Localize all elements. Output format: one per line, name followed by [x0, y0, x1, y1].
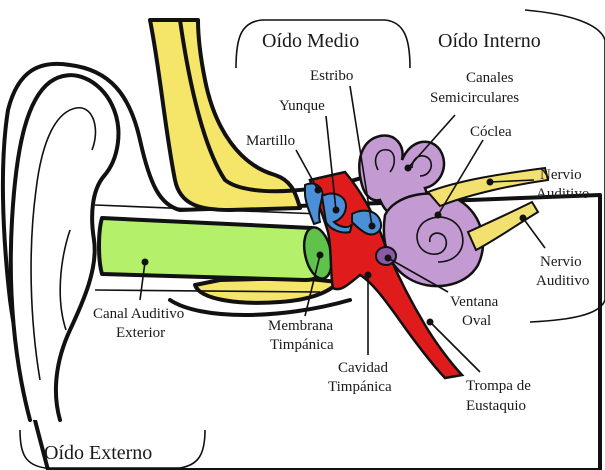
label-coclea: Cóclea	[470, 124, 512, 140]
label-canal-line2: Exterior	[116, 325, 165, 341]
label-nervio2-line1: Nervio	[540, 254, 582, 270]
label-ventana-line1: Ventana	[450, 294, 499, 310]
heading-middle-ear: Oído Medio	[262, 30, 359, 52]
label-trompa-line2: Eustaquio	[466, 398, 526, 414]
label-ventana-line2: Oval	[462, 313, 491, 329]
label-martillo: Martillo	[246, 133, 295, 149]
label-estribo: Estribo	[310, 68, 353, 84]
label-nervio1-line2: Auditivo	[536, 186, 589, 202]
external-canal	[99, 218, 327, 280]
label-yunque: Yunque	[279, 98, 325, 114]
label-trompa-line1: Trompa de	[466, 378, 531, 394]
label-membrana-line2: Timpánica	[270, 337, 334, 353]
label-nervio2-line2: Auditivo	[536, 273, 589, 289]
label-membrana-line1: Membrana	[268, 318, 333, 334]
label-cavidad-line1: Cavidad	[338, 360, 388, 376]
heading-inner-ear: Oído Interno	[438, 30, 541, 52]
label-canal-line1: Canal Auditivo	[93, 306, 184, 322]
heading-outer-ear: Oído Externo	[44, 442, 152, 464]
label-nervio1-line1: Nervio	[540, 167, 582, 183]
label-cavidad-line2: Timpánica	[328, 379, 392, 395]
label-canales-line1: Canales	[466, 70, 514, 86]
cochlea	[384, 193, 483, 286]
label-canales-line2: Semicirculares	[430, 90, 519, 106]
